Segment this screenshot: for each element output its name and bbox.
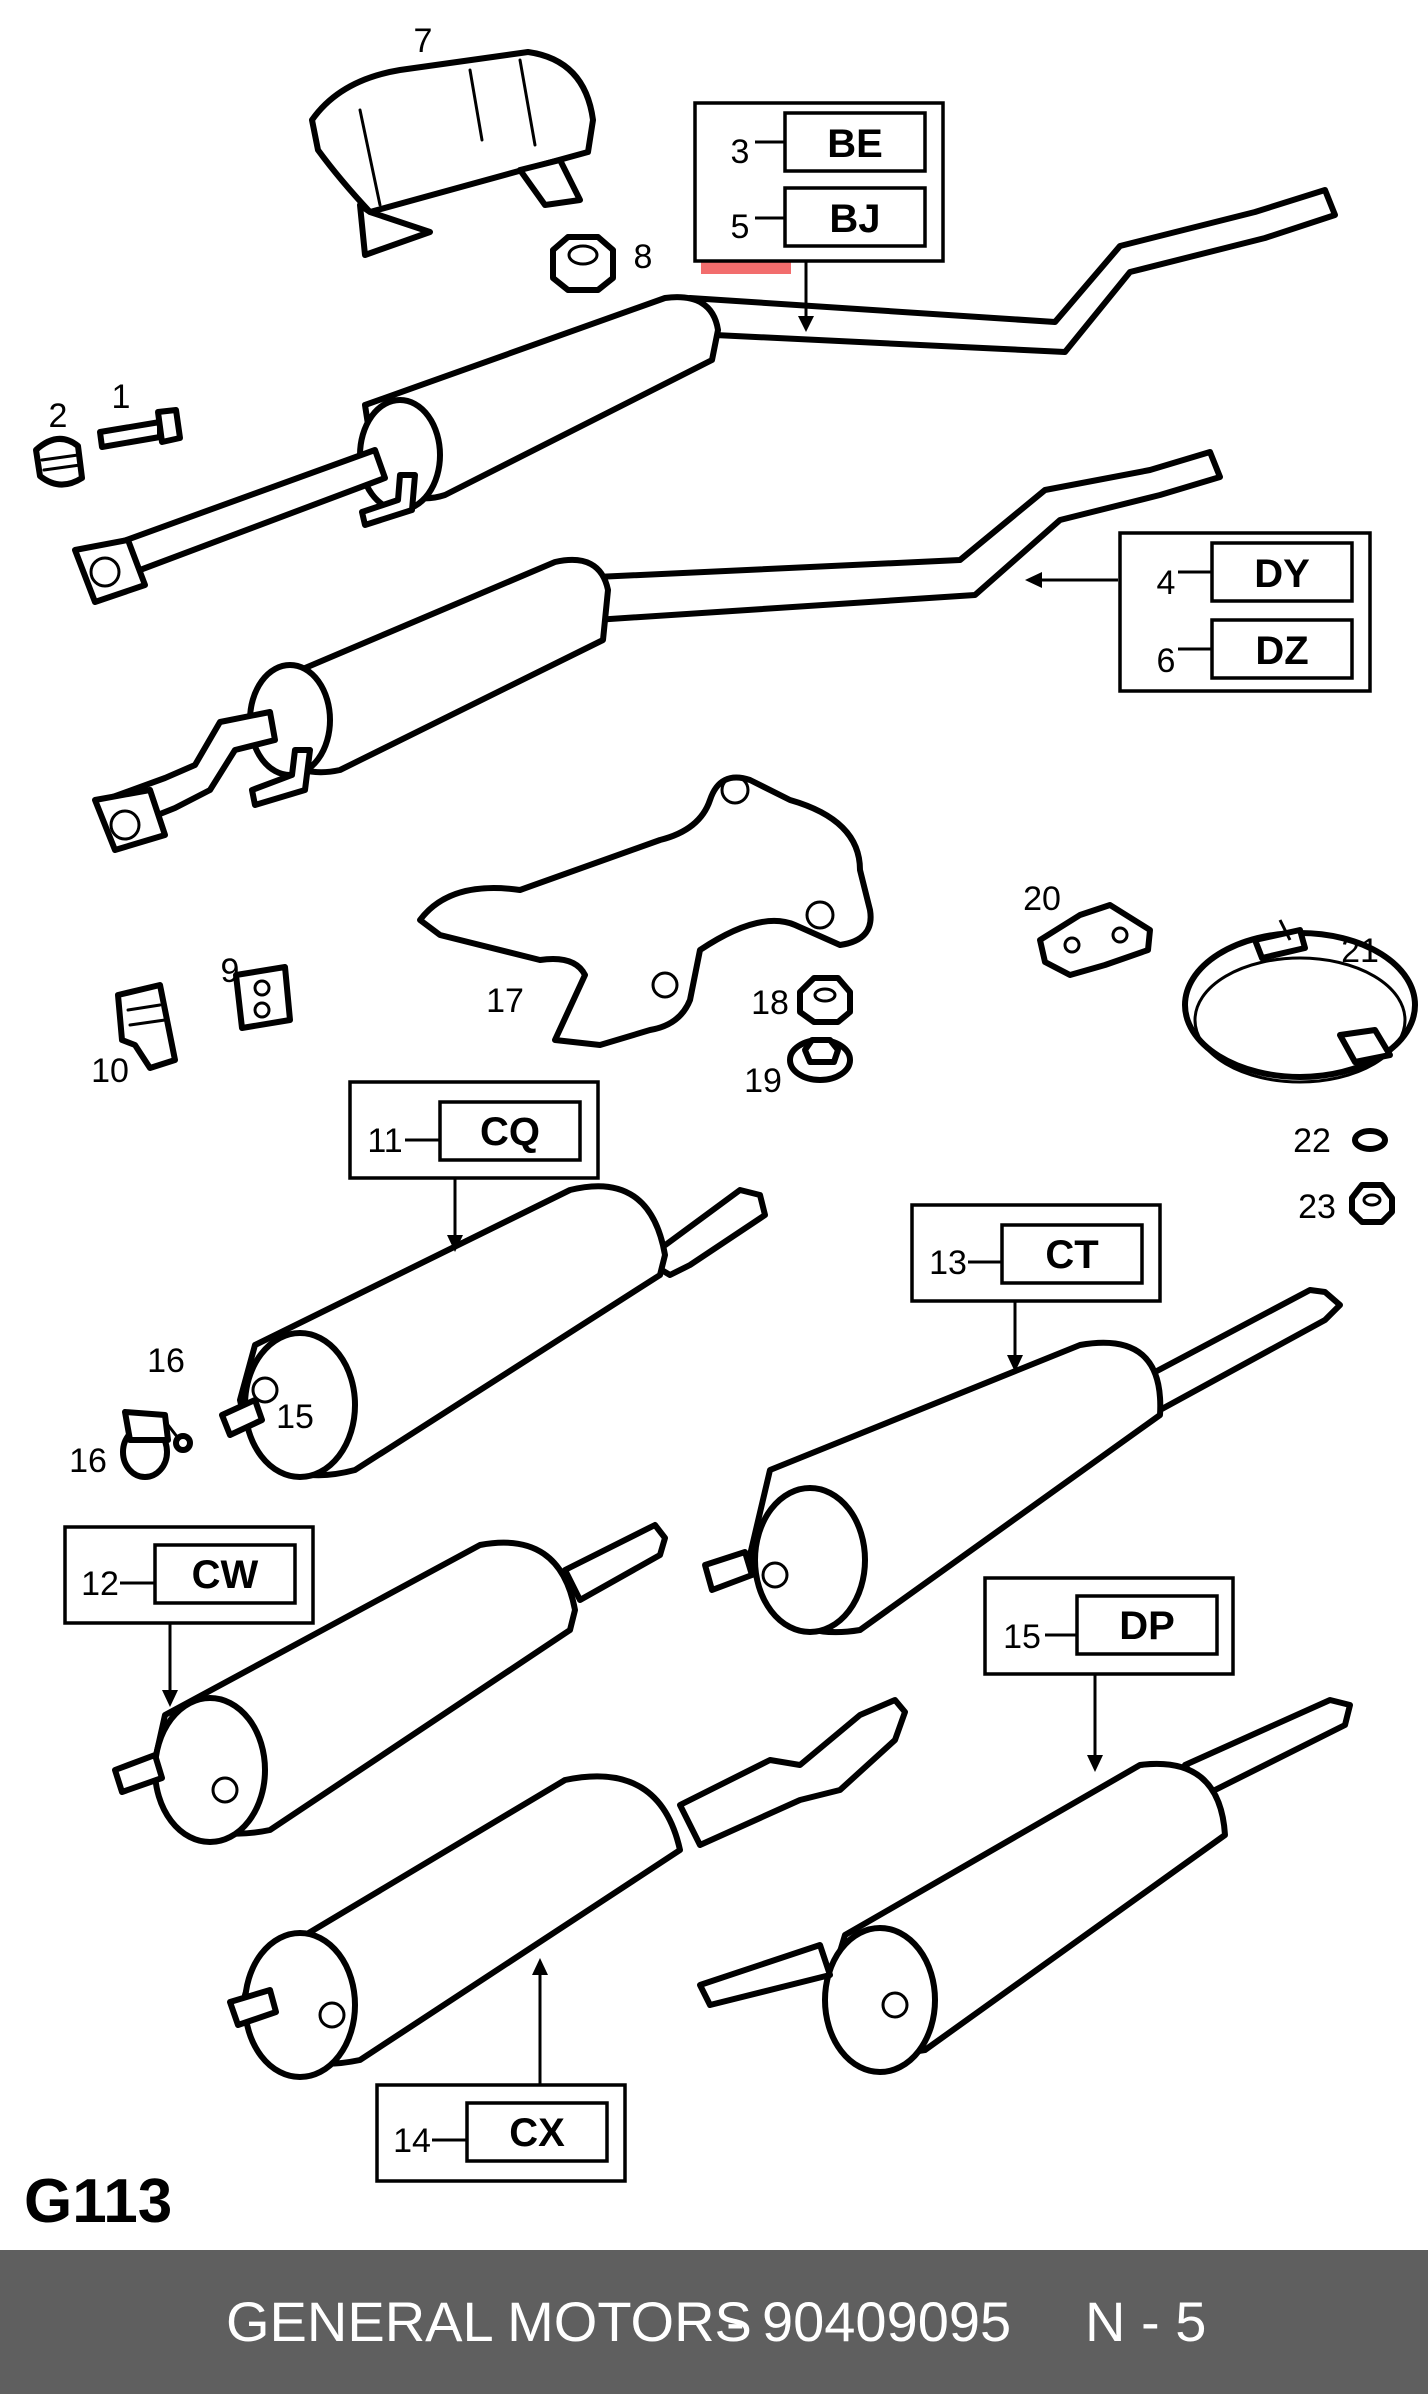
exhaust-pipe-upper xyxy=(72,187,1338,605)
diagram-reference: G113 xyxy=(24,2167,172,2236)
label-part-10: 10 xyxy=(91,1052,129,1090)
footer-separator: - xyxy=(726,2290,745,2353)
bolt-1 xyxy=(97,407,183,450)
label-part-13: 13 xyxy=(929,1244,967,1282)
bush-2 xyxy=(33,436,85,488)
label-part-9: 9 xyxy=(221,952,240,990)
label-part-24: 23 xyxy=(1298,1188,1336,1226)
callout-box-dy-dz xyxy=(1118,531,1372,693)
callout-box-be-bj xyxy=(693,101,945,263)
callout-box-cx xyxy=(375,2083,627,2183)
rear-silencer-14 xyxy=(227,1697,908,2080)
label-part-18: 17 xyxy=(486,982,524,1020)
code-be: BE xyxy=(827,122,883,166)
label-part-21: 20 xyxy=(1023,880,1061,918)
callout-box-ct xyxy=(910,1203,1162,1303)
exhaust-system-diagram: BE BJ DY DZ CQ CT CW DP CX 7 8 2 1 3 5 4… xyxy=(24,22,1418,2236)
label-part-3: 3 xyxy=(731,133,750,171)
nut-19 xyxy=(797,975,853,1025)
rubber-hanger-21 xyxy=(1037,902,1153,978)
footer-brand: GENERAL MOTORS xyxy=(226,2290,752,2353)
nut-24 xyxy=(1349,1182,1395,1225)
exhaust-diagram-canvas: BE BJ DY DZ CQ CT CW DP CX 7 8 2 1 3 5 4… xyxy=(24,22,1418,2236)
label-part-19: 18 xyxy=(751,984,789,1022)
code-dy: DY xyxy=(1254,552,1310,596)
footer-bar: GENERAL MOTORS - 90409095 N - 5 xyxy=(0,2250,1428,2394)
label-part-12: 12 xyxy=(81,1565,119,1603)
footer-position: N - 5 xyxy=(1085,2290,1207,2353)
code-cx: CX xyxy=(509,2111,565,2155)
label-part-6: 6 xyxy=(1157,642,1176,680)
label-part-7: 7 xyxy=(414,22,433,60)
label-part-11: 11 xyxy=(367,1122,402,1160)
clamp-22 xyxy=(1182,927,1418,1084)
nut-8 xyxy=(550,234,616,293)
washer-23 xyxy=(1352,1128,1388,1152)
gasket-18 xyxy=(417,774,874,1048)
nut-17 xyxy=(173,1433,193,1453)
label-part-16-b: 16 xyxy=(69,1442,107,1480)
code-ct: CT xyxy=(1045,1233,1098,1277)
code-bj: BJ xyxy=(829,197,880,241)
label-part-23: 22 xyxy=(1293,1122,1331,1160)
exhaust-pipe-lower xyxy=(92,449,1223,853)
label-part-4: 4 xyxy=(1157,564,1176,602)
heat-shield-7 xyxy=(309,49,596,258)
callout-box-dp xyxy=(983,1576,1235,1676)
clip-10 xyxy=(115,982,178,1071)
callout-leaders xyxy=(162,262,1292,2085)
callout-box-cq xyxy=(348,1080,600,1180)
label-part-5: 5 xyxy=(731,208,750,246)
clamp-16 xyxy=(120,1409,171,1480)
rear-silencer-12 xyxy=(112,1522,668,1845)
label-part-1: 1 xyxy=(112,378,131,416)
label-part-16-a: 15 xyxy=(276,1398,314,1436)
label-part-17: 16 xyxy=(147,1342,185,1380)
footer-part-number: 90409095 xyxy=(762,2290,1012,2353)
label-part-14: 14 xyxy=(393,2122,431,2160)
code-dp: DP xyxy=(1119,1604,1175,1648)
callout-box-cw xyxy=(63,1525,315,1625)
code-cw: CW xyxy=(192,1553,259,1597)
rear-silencer-13 xyxy=(702,1287,1343,1636)
label-part-20: 19 xyxy=(744,1062,782,1100)
label-part-2: 2 xyxy=(49,397,68,435)
code-cq: CQ xyxy=(480,1110,540,1154)
label-part-15: 15 xyxy=(1003,1618,1041,1656)
rubber-mount-9 xyxy=(233,964,293,1031)
label-part-22: 21 xyxy=(1341,932,1379,970)
flange-nut-20 xyxy=(787,1037,853,1083)
code-dz: DZ xyxy=(1255,629,1308,673)
label-part-8: 8 xyxy=(634,238,653,276)
rear-silencer-15 xyxy=(697,1697,1353,2075)
rear-silencer-11 xyxy=(219,1183,768,1480)
